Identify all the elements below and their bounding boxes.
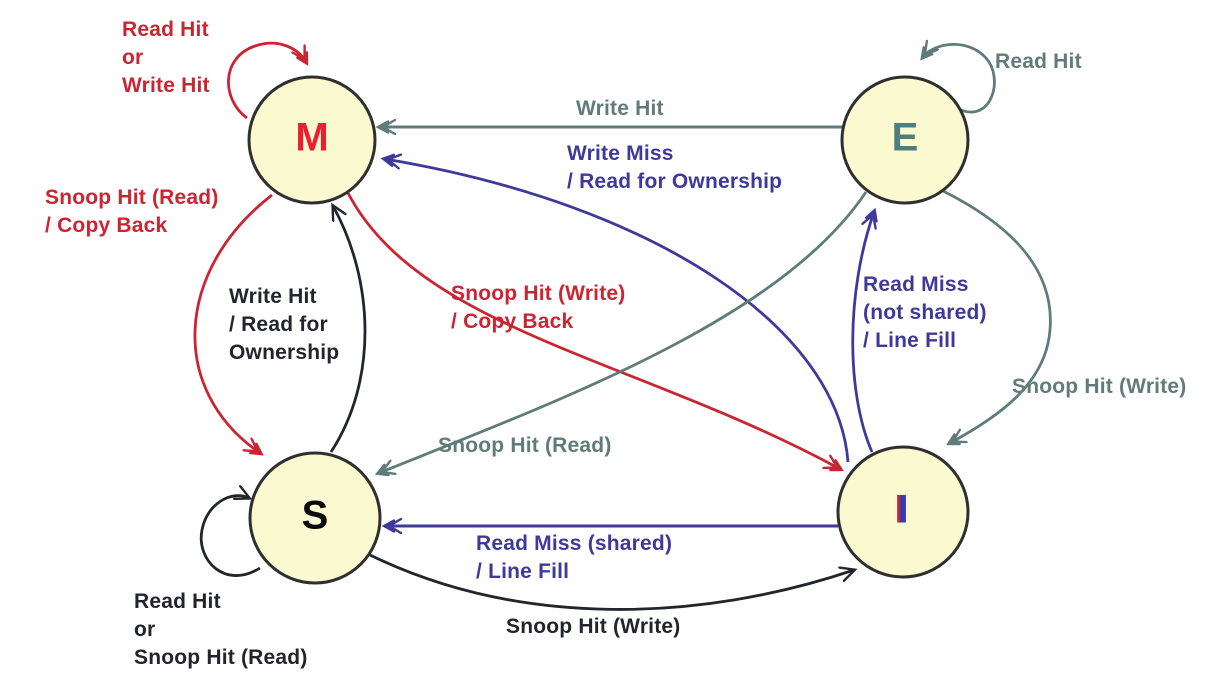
- state-s-label: S: [301, 493, 329, 538]
- state-s-circle: [248, 451, 382, 585]
- arrow-i-to-m-write-miss: [385, 159, 850, 463]
- state-e-label: E: [891, 115, 919, 160]
- label-s-self-read-or-snoop-hit: Read Hit or Snoop Hit (Read): [134, 590, 308, 669]
- arrow-e-to-s-snoop-hit-read: [379, 191, 868, 473]
- state-i-circle: [836, 445, 970, 579]
- arrow-m-to-i-snoop-hit-write: [346, 192, 840, 469]
- arrow-e-to-i-snoop-hit-write: [940, 188, 1052, 443]
- state-m-label: M: [295, 115, 329, 160]
- label-s-to-i-snoop-hit-write: Snoop Hit (Write): [506, 615, 681, 638]
- label-m-self-read-or-write-hit: Read Hit or Write Hit: [122, 18, 210, 97]
- label-i-to-m-write-miss: Write Miss / Read for Ownership: [567, 142, 783, 193]
- arrow-s-to-m-write-hit-rfo: [329, 206, 367, 453]
- label-e-self-read-hit: Read Hit: [995, 50, 1082, 73]
- arrow-m-to-s-snoop-hit-read: [193, 193, 273, 453]
- label-i-to-s-read-miss-shared: Read Miss (shared) / Line Fill: [476, 532, 673, 583]
- arrow-s-self-loop: [199, 496, 261, 577]
- label-e-to-m-write-hit: Write Hit: [576, 97, 664, 120]
- arrow-m-self-loop: [227, 41, 306, 120]
- label-e-to-s-snoop-hit-read: Snoop Hit (Read): [438, 434, 612, 457]
- state-m-circle: [247, 75, 377, 205]
- label-e-to-i-snoop-hit-write: Snoop Hit (Write): [1012, 375, 1187, 398]
- arrow-e-self-loop: [923, 44, 996, 114]
- arrow-i-to-e-read-miss-not-shared: [851, 212, 874, 453]
- state-i-label: I: [897, 487, 909, 532]
- arrow-s-to-i-snoop-hit-write: [369, 553, 854, 611]
- label-s-to-m-write-hit-rfo: Write Hit / Read for Ownership: [229, 285, 340, 364]
- label-m-to-i-snoop-hit-write: Snoop Hit (Write) / Copy Back: [451, 282, 626, 333]
- state-e-circle: [840, 75, 970, 205]
- label-m-to-s-snoop-hit-read: Snoop Hit (Read) / Copy Back: [45, 186, 219, 237]
- label-i-to-e-read-miss: Read Miss (not shared) / Line Fill: [863, 273, 987, 352]
